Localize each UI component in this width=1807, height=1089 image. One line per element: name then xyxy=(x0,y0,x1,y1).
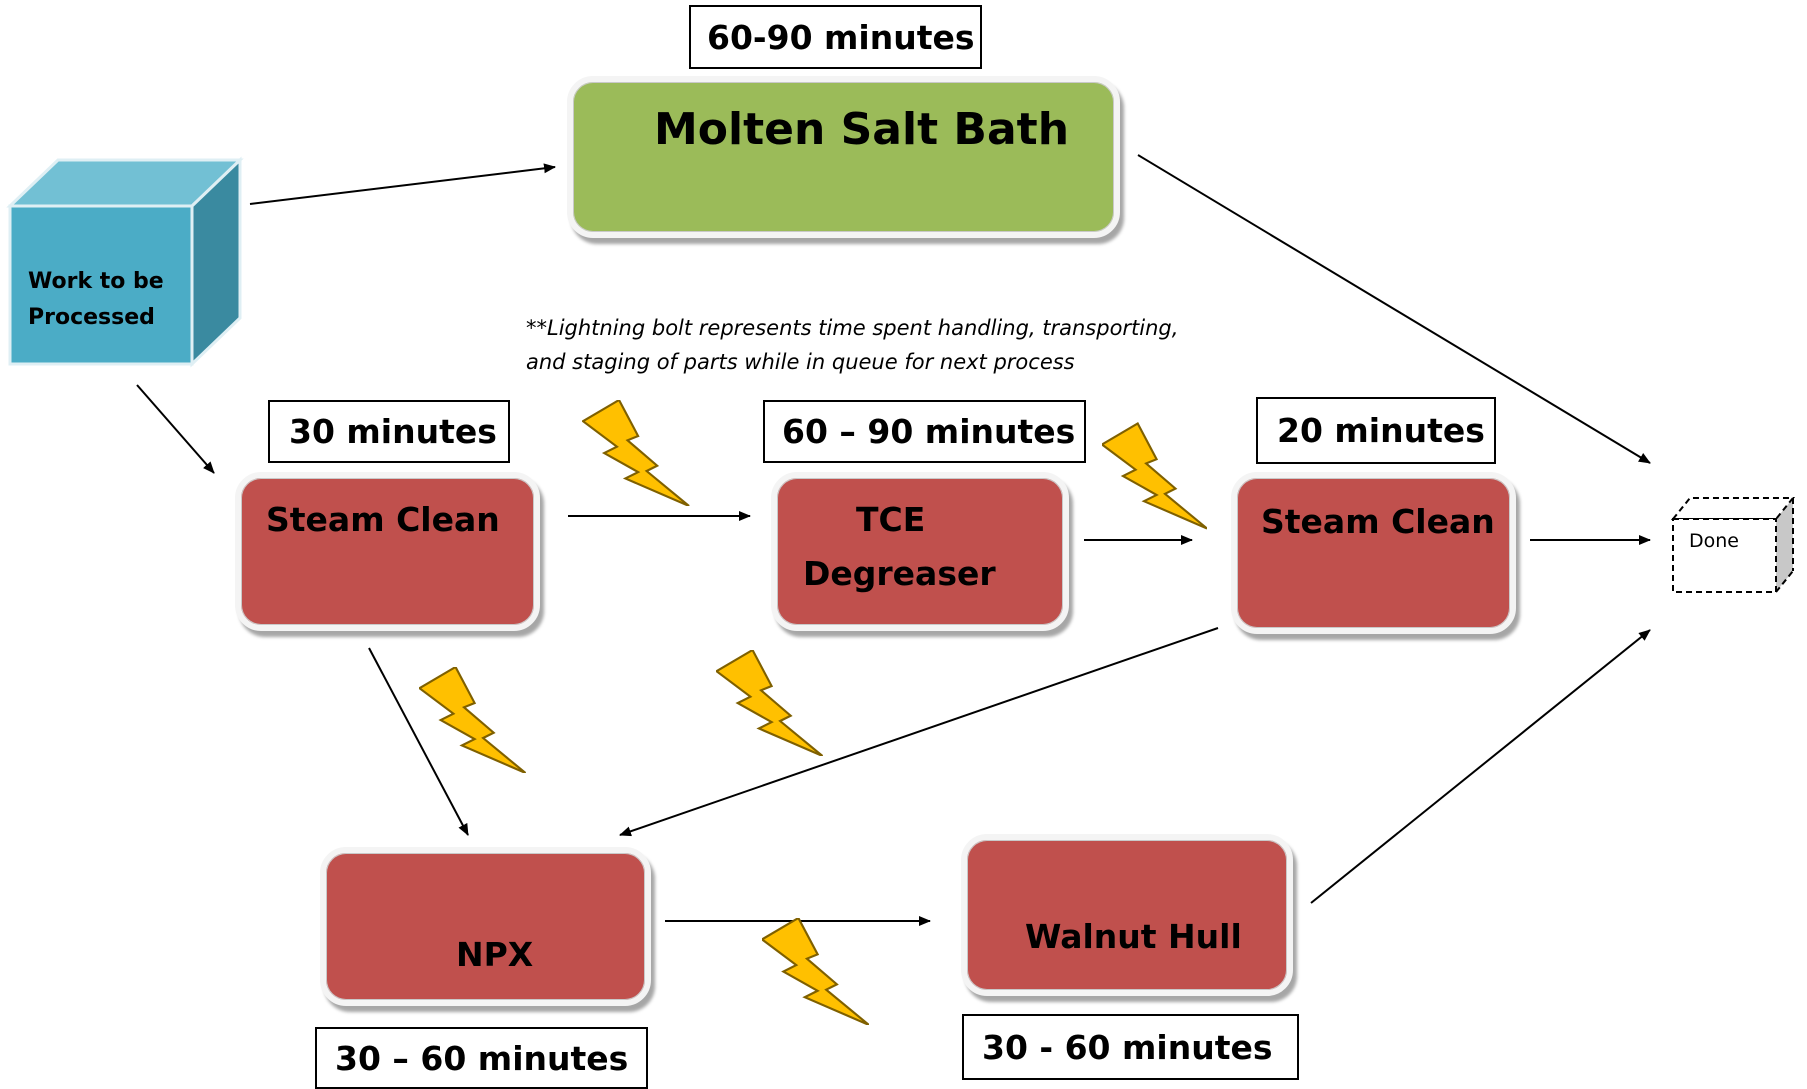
process-steam-clean-1: Steam Clean xyxy=(235,472,540,631)
lightning-note-line2: and staging of parts while in queue for … xyxy=(526,350,1075,374)
lightning-bolt-icon xyxy=(1102,422,1207,530)
arrow-start-to-molten-salt xyxy=(249,163,556,205)
process-steam-clean-2: Steam Clean xyxy=(1231,472,1516,634)
process-molten-salt-bath: Molten Salt Bath xyxy=(567,76,1120,238)
lightning-bolt-icon xyxy=(582,400,690,506)
process-label-line1: TCE xyxy=(856,500,926,539)
process-walnut-hull: Walnut Hull xyxy=(961,834,1293,996)
process-label-line2: Degreaser xyxy=(803,554,996,593)
lightning-bolt-icon xyxy=(419,667,526,773)
process-tce-degreaser: TCE Degreaser xyxy=(771,472,1069,631)
arrow-molten-salt-to-done xyxy=(1137,154,1651,464)
process-npx: NPX xyxy=(320,847,651,1006)
done-dashed-cube-icon xyxy=(1670,497,1796,593)
arrow-walnut-hull-to-done xyxy=(1310,629,1651,904)
time-box-steam-clean-1: 30 minutes xyxy=(268,400,510,463)
time-box-molten-salt-bath: 60-90 minutes xyxy=(689,5,982,69)
done-label: Done xyxy=(1689,530,1739,552)
process-label: Steam Clean xyxy=(1261,502,1495,541)
lightning-note-line1: **Lightning bolt represents time spent h… xyxy=(526,316,1179,340)
lightning-bolt-icon xyxy=(716,650,823,756)
arrow-steam-clean-to-npx xyxy=(368,647,469,836)
arrow-start-to-steam-clean xyxy=(136,384,215,474)
time-box-walnut-hull: 30 - 60 minutes xyxy=(962,1014,1299,1080)
process-label: Molten Salt Bath xyxy=(654,104,1070,155)
process-label: Steam Clean xyxy=(266,500,500,539)
process-label: NPX xyxy=(456,935,534,974)
start-cube-label: Work to be Processed xyxy=(28,269,164,330)
time-box-tce-degreaser: 60 – 90 minutes xyxy=(763,400,1086,463)
lightning-bolt-icon xyxy=(762,918,869,1025)
arrow-steam-clean-2-to-npx xyxy=(619,627,1219,837)
start-cube-icon xyxy=(6,156,244,368)
time-box-npx: 30 – 60 minutes xyxy=(315,1027,648,1089)
time-box-steam-clean-2: 20 minutes xyxy=(1256,397,1496,464)
process-label: Walnut Hull xyxy=(1025,917,1242,956)
